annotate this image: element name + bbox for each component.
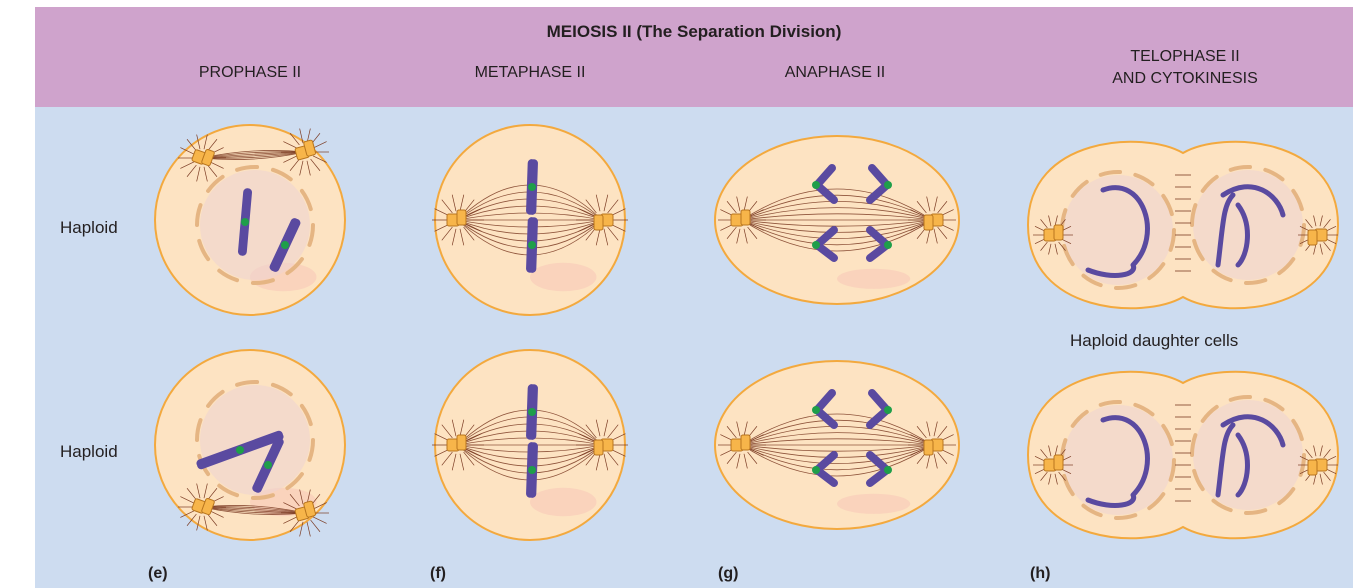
centromere bbox=[528, 183, 536, 191]
chromosome bbox=[528, 446, 536, 494]
centromere bbox=[241, 218, 249, 226]
dividing-cell bbox=[1028, 372, 1338, 538]
centriole bbox=[594, 440, 603, 455]
cell-telophase-top bbox=[1028, 142, 1338, 308]
centromere bbox=[528, 466, 536, 474]
dividing-cell bbox=[1028, 142, 1338, 308]
panel-label-g: (g) bbox=[718, 565, 738, 583]
row-label-haploid-top: Haploid bbox=[60, 218, 118, 238]
centromere bbox=[884, 406, 892, 414]
centriole bbox=[741, 210, 750, 225]
centriole bbox=[457, 210, 466, 225]
row-label-haploid-bottom: Haploid bbox=[60, 442, 118, 462]
centriole bbox=[1054, 455, 1063, 470]
centromere bbox=[528, 408, 536, 416]
cell-anaphase-bottom bbox=[715, 361, 959, 529]
centriole bbox=[1054, 225, 1063, 240]
centromere bbox=[884, 241, 892, 249]
centriole bbox=[741, 435, 750, 450]
chromosome bbox=[528, 388, 536, 436]
cytoplasm-shading bbox=[837, 494, 910, 514]
cell-anaphase-top bbox=[715, 136, 959, 304]
centromere bbox=[812, 466, 820, 474]
panel-label-h: (h) bbox=[1030, 565, 1050, 583]
cell-telophase-bottom bbox=[1028, 372, 1338, 538]
centromere bbox=[812, 406, 820, 414]
panel-label-e: (e) bbox=[148, 565, 168, 583]
cell-metaphase-top bbox=[432, 125, 628, 315]
centriole bbox=[457, 435, 466, 450]
centriole bbox=[924, 440, 933, 455]
daughter-cells-label: Haploid daughter cells bbox=[1070, 331, 1238, 351]
centromere bbox=[528, 241, 536, 249]
centromere bbox=[281, 241, 289, 249]
centromere bbox=[264, 461, 272, 469]
panel-label-f: (f) bbox=[430, 565, 446, 583]
centromere bbox=[812, 241, 820, 249]
chromosome bbox=[528, 163, 536, 211]
centromere bbox=[884, 181, 892, 189]
cytoplasm-shading bbox=[530, 263, 597, 292]
cell-prophase-top bbox=[155, 125, 345, 315]
centriole bbox=[1308, 230, 1317, 245]
cytoplasm-shading bbox=[837, 269, 910, 289]
cell-metaphase-bottom bbox=[432, 350, 628, 540]
centriole bbox=[1308, 460, 1317, 475]
centriole bbox=[924, 215, 933, 230]
nucleus-left bbox=[1063, 405, 1173, 515]
cell-prophase-bottom bbox=[155, 350, 345, 540]
chromosome bbox=[528, 221, 536, 269]
centromere bbox=[236, 446, 244, 454]
centriole bbox=[594, 215, 603, 230]
centromere bbox=[884, 466, 892, 474]
nucleus-left bbox=[1063, 175, 1173, 285]
cytoplasm-shading bbox=[530, 488, 597, 517]
centromere bbox=[812, 181, 820, 189]
